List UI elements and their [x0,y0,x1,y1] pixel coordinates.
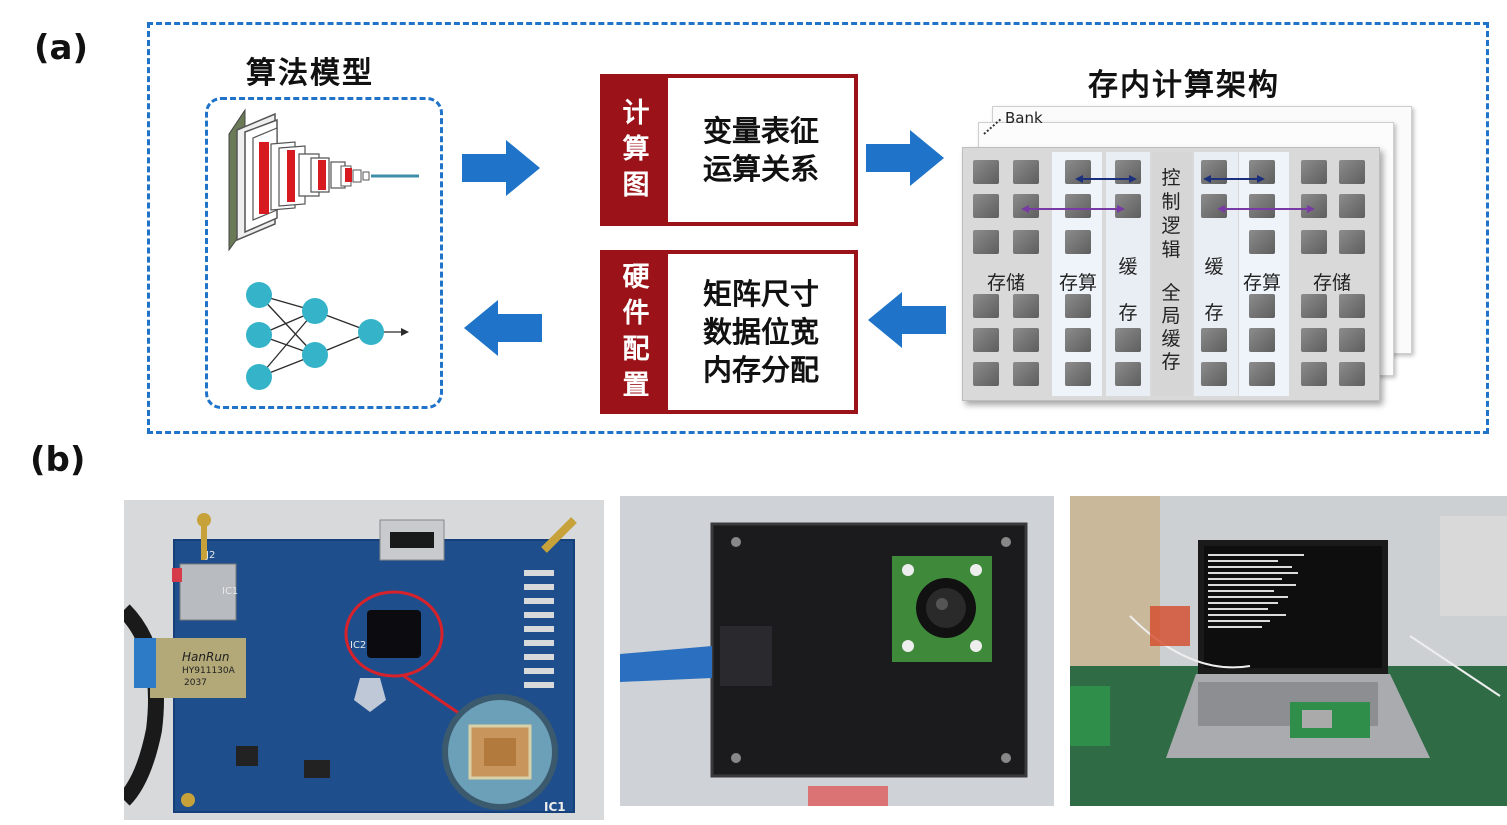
nn-input-node [246,364,272,390]
pcb-label-ic2: IC2 [350,640,367,651]
arrow-left-icon [464,300,542,356]
pcb-label-chip: IC1 [544,800,566,814]
panel-a-frame [147,22,1489,434]
storage-right-label: 存储 [1313,272,1352,294]
nn-input-node [246,322,272,348]
compute-right-label: 存算 [1243,272,1282,294]
pcb-board-illustration [124,500,604,820]
pcb-label-ic1: IC1 [222,586,239,597]
neural-network-icon [258,294,409,378]
arrow-left-icon [868,292,946,348]
camera-device-illustration [620,496,1054,806]
arrow-right-icon [462,140,540,196]
algorithm-model-graphic [228,108,419,390]
storage-left-label: 存储 [987,272,1026,294]
computation-graph-tag: 计 算 图 [604,78,668,222]
computation-graph-text: 变量表征 运算关系 [702,114,819,186]
panel-a-label: (a) [34,28,89,68]
algorithm-model-box [205,97,443,409]
hardware-config-box: 硬 件 配 置 矩阵尺寸 数据位宽 内存分配 [600,250,858,414]
control-logic-label: 控制 逻辑 [1161,167,1181,261]
photo-camera-device [620,496,1054,806]
computation-graph-box: 计 算 图 变量表征 运算关系 [600,74,858,226]
photo-laptop-setup [1070,496,1507,806]
nn-hidden-node [302,342,328,368]
bank-pointer-icon [983,117,1003,135]
pcb-label-hanrun: HanRun [182,650,230,664]
panel-b-label: (b) [30,440,86,480]
cache-right-label: 缓存 [1204,256,1224,324]
neural-network-nodes [246,282,384,390]
nn-input-node [246,282,272,308]
bank-label: Bank [1005,109,1043,127]
hardware-config-text: 矩阵尺寸 数据位宽 内存分配 [702,277,819,387]
algorithm-title: 算法模型 [246,56,374,91]
global-cache-label: 全局 缓存 [1161,282,1181,373]
photo-pcb-board: J2 IC1 HanRun HY911130A 2037 IC2 IC1 [124,500,604,820]
nn-hidden-node [302,298,328,324]
bank-front-layer: 存储 存算 缓存 控制 逻辑 全局 缓存 缓存 存算 存储 [962,147,1380,401]
nn-output-node [358,319,384,345]
pcb-label-date: 2037 [184,678,207,688]
hardware-config-tag: 硬 件 配 置 [604,254,668,410]
cim-architecture-title: 存内计算架构 [1088,68,1280,103]
compute-left-label: 存算 [1059,272,1098,294]
cache-left-label: 缓存 [1118,256,1138,324]
pcb-label-j2: J2 [206,550,216,561]
laptop-setup-illustration [1070,496,1507,806]
arrow-right-icon [866,130,944,186]
data-flow-arrows [1021,175,1315,213]
cim-array-grid [973,152,1365,396]
pcb-label-part: HY911130A [182,666,235,676]
cnn-stack-icon [228,108,419,252]
